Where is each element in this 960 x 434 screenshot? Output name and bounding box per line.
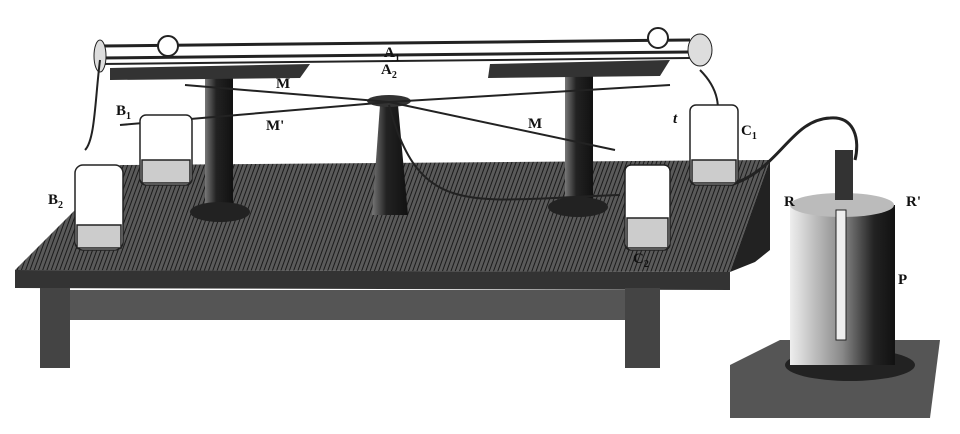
- label-b1: B1: [116, 103, 132, 122]
- label-a2: A2: [381, 62, 397, 81]
- label-a1: A1: [384, 45, 400, 64]
- pedestals: [110, 60, 670, 222]
- label-r-prime: R': [906, 194, 921, 210]
- label-m-right: M: [528, 116, 543, 132]
- label-m-prime: M': [266, 118, 285, 134]
- tubes: [84, 27, 859, 201]
- flasks: [74, 104, 739, 251]
- label-p: P: [898, 272, 908, 288]
- label-b2: B2: [48, 192, 64, 211]
- label-c2: C2: [633, 251, 649, 270]
- label-t: t: [673, 111, 678, 127]
- label-r: R: [784, 194, 795, 210]
- gas-generator: [730, 150, 940, 418]
- label-c1: C1: [741, 123, 757, 142]
- label-m-top: M: [276, 76, 291, 92]
